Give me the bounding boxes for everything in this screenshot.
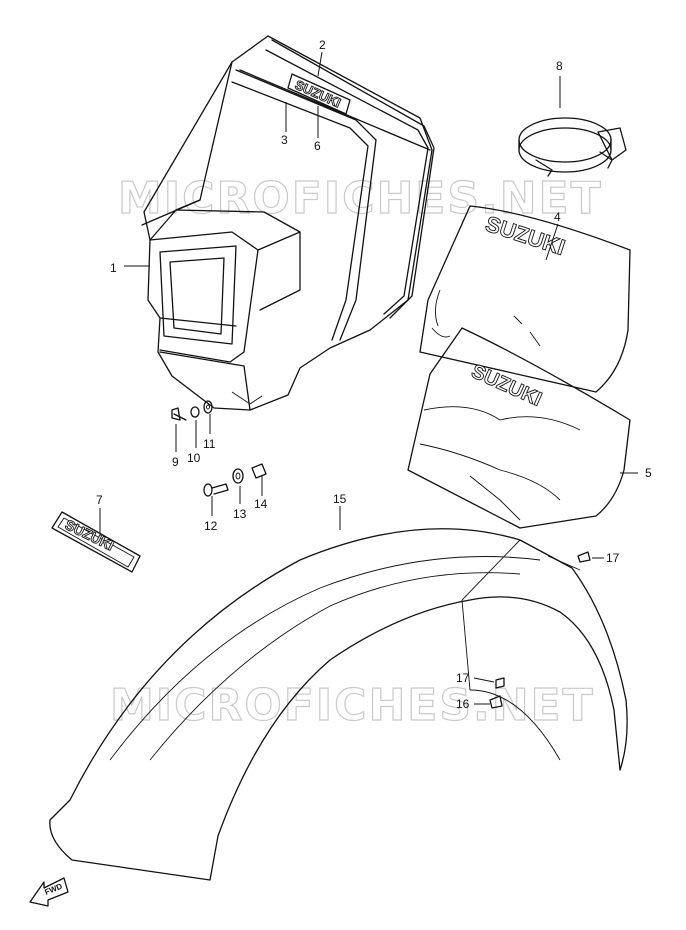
- callout-13: 13: [233, 507, 247, 521]
- leader-lines: [99, 51, 638, 705]
- watermark-top: MICROFICHES.NET: [118, 173, 603, 224]
- callout-9: 9: [172, 455, 179, 469]
- number-plate-decal: SUZUKI: [419, 205, 631, 393]
- cowl-edge-trim: [231, 39, 435, 341]
- callout-1: 1: [110, 261, 117, 275]
- callout-8: 8: [556, 59, 563, 73]
- front-fender: [49, 528, 628, 881]
- callout-11: 11: [203, 437, 216, 451]
- callout-16: 16: [456, 697, 470, 711]
- cowl-mount-hardware: [171, 400, 213, 421]
- callout-15: 15: [333, 492, 347, 506]
- panel-text: SUZUKI: [468, 360, 545, 410]
- callout-10: 10: [187, 451, 201, 465]
- callout-3: 3: [281, 133, 288, 147]
- band-clamp: [518, 117, 627, 177]
- callout-2: 2: [319, 38, 326, 52]
- forward-direction-arrow: FWD: [29, 877, 69, 907]
- cowl-emblem-text: SUZUKI: [293, 77, 343, 110]
- fender-hardware: [489, 551, 591, 709]
- callout-4: 4: [554, 210, 561, 224]
- callout-7: 7: [96, 493, 103, 507]
- watermark-bottom: MICROFICHES.NET: [110, 680, 595, 731]
- callout-5: 5: [645, 466, 652, 480]
- plate-mount-hardware: [203, 463, 267, 497]
- callout-6: 6: [314, 139, 321, 153]
- number-plate-panel: SUZUKI: [407, 327, 631, 529]
- callout-12: 12: [204, 519, 218, 533]
- callout-numbers: 1 2 3 4 5 6 7 8 9 10 11 12 13 14 15 16 1…: [96, 38, 652, 711]
- callout-17-upper: 17: [606, 551, 620, 565]
- callout-14: 14: [254, 497, 268, 511]
- callout-17-lower: 17: [456, 671, 470, 685]
- side-emblem: SUZUKI: [51, 511, 141, 573]
- headlight-cowl: [141, 35, 433, 411]
